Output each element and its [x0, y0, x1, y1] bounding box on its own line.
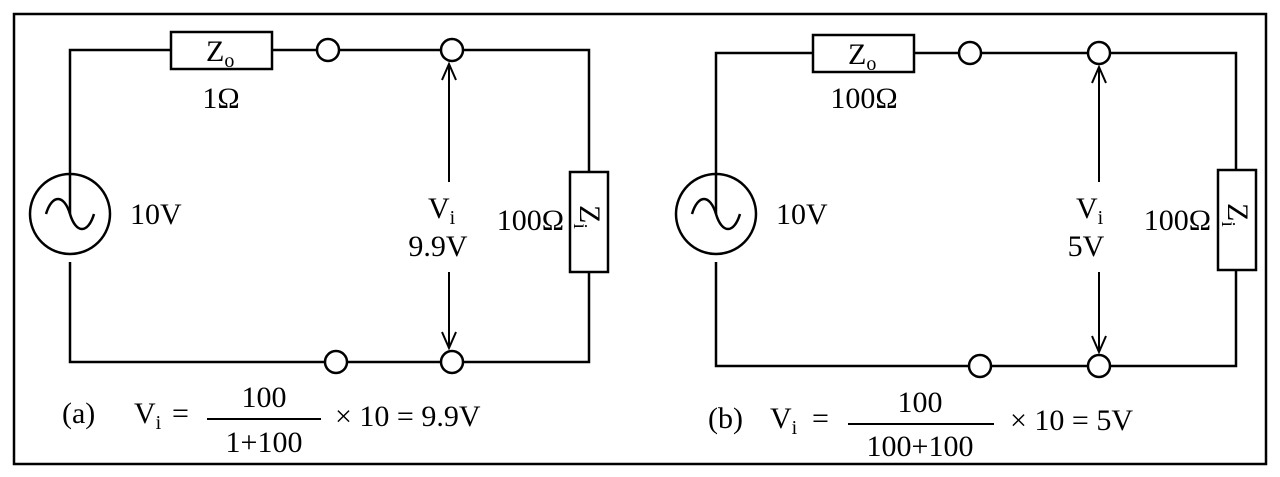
zo-resistor-a	[169, 30, 274, 71]
terminal-b-top-left	[957, 40, 983, 66]
terminal-a-bottom-right	[439, 349, 465, 375]
wire-b-bottom-left	[714, 262, 968, 368]
eq-denominator-b: 100+100	[867, 430, 974, 463]
eq-denominator-a: 1+100	[226, 426, 303, 459]
eq-equals-b: =	[812, 402, 829, 435]
vi-arrowhead-b-up	[1091, 64, 1107, 84]
wire-a-top-left	[68, 48, 171, 214]
terminal-a-top-left	[315, 37, 341, 63]
ac-source-b	[674, 172, 758, 256]
eq-tag-b: (b)	[708, 402, 743, 435]
vi-arrowhead-b-down	[1091, 335, 1107, 355]
wire-a-top-right	[464, 48, 591, 172]
vi-label-b: Vi	[1076, 192, 1104, 229]
zi-value-a: 100Ω	[497, 204, 564, 237]
figure-frame	[12, 12, 1268, 466]
circuit-a: Zo 1Ω 10V Vi 9.9V Zi 100Ω (a) Vi = 100 1…	[28, 30, 610, 459]
vi-value-a: 9.9V	[408, 230, 468, 263]
zi-label-b: Zi	[1217, 203, 1254, 227]
terminal-a-top-right	[439, 37, 465, 63]
zo-value-b: 100Ω	[830, 82, 897, 115]
wire-a-right-bottom	[464, 272, 591, 364]
zi-label-a: Zi	[569, 205, 606, 229]
circuit-b: Zo 100Ω 10V Vi 5V Zi 100Ω (b) Vi = 100 1…	[674, 33, 1258, 463]
eq-lhs-b: Vi	[770, 402, 798, 439]
eq-lhs-a: Vi	[134, 397, 162, 434]
eq-equals-a: =	[172, 397, 189, 430]
terminal-a-bottom-left	[323, 349, 349, 375]
eq-numerator-a: 100	[242, 381, 287, 414]
sine-icon-a	[44, 197, 96, 231]
eq-tag-a: (a)	[62, 397, 95, 430]
wire-a-bottom-left	[68, 262, 324, 364]
vi-value-b: 5V	[1068, 230, 1105, 263]
zo-value-a: 1Ω	[202, 82, 239, 115]
zi-resistor-b	[1216, 168, 1258, 272]
eq-numerator-b: 100	[898, 386, 943, 419]
sine-icon-b	[690, 197, 742, 231]
zo-resistor-b	[811, 33, 916, 74]
source-voltage-a: 10V	[130, 198, 182, 231]
terminal-b-top-right	[1086, 40, 1112, 66]
vi-label-a: Vi	[428, 192, 456, 229]
vi-arrowhead-a-down	[441, 331, 457, 351]
terminal-b-bottom-left	[967, 353, 993, 379]
wire-b-right-bottom	[1111, 270, 1238, 368]
source-voltage-b: 10V	[776, 198, 828, 231]
wire-b-top-right	[1111, 51, 1238, 170]
vi-arrowhead-a-up	[441, 61, 457, 81]
terminal-b-bottom-right	[1086, 353, 1112, 379]
wire-b-top-left	[714, 51, 813, 214]
zi-value-b: 100Ω	[1144, 204, 1211, 237]
zo-label-b: Zo	[848, 38, 876, 75]
eq-rhs-a: × 10 = 9.9V	[335, 400, 481, 433]
eq-rhs-b: × 10 = 5V	[1010, 404, 1133, 437]
ac-source-a	[28, 172, 112, 256]
zo-label-a: Zo	[206, 35, 234, 72]
zi-resistor-a	[568, 170, 610, 274]
